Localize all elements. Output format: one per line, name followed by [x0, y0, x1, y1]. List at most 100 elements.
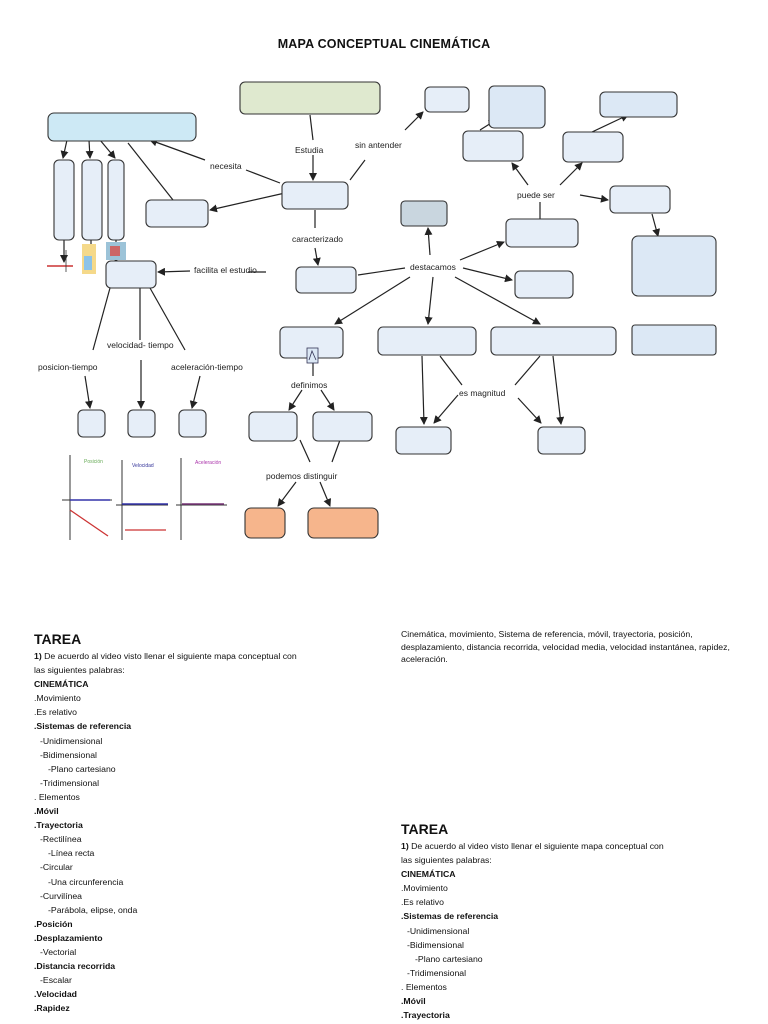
instruction-line-2: las siguientes palabras:: [34, 665, 125, 676]
label-facilita: facilita el estudio: [194, 265, 257, 275]
list-item: -Bidimensional: [40, 749, 97, 760]
page-title: MAPA CONCEPTUAL CINEMÁTICA: [277, 37, 491, 51]
list-item: -Plano cartesiano: [48, 763, 116, 774]
box-destacamos-right: [514, 270, 574, 299]
list-item: .Es relativo: [401, 897, 444, 908]
instruction-text-2: De acuerdo al video visto llenar el sigu…: [408, 841, 664, 851]
graph-posicion-tiempo: Posición: [62, 455, 112, 540]
box-pr-side: [609, 185, 671, 214]
list-item: CINEMÁTICA: [34, 679, 89, 690]
label-velocidad-tiempo: velocidad- tiempo: [107, 340, 174, 350]
label-posicion-tiempo: posicion-tiempo: [38, 362, 98, 372]
label-estudia: Estudia: [295, 145, 324, 155]
list-item: -Circular: [40, 862, 73, 873]
box-mag-left: [395, 426, 452, 455]
tarea-left: TAREA 1) De acuerdo al video visto llena…: [34, 630, 374, 1015]
list-item: .Trayectoria: [401, 1010, 450, 1021]
list-item: -Una circunferencia: [48, 876, 124, 887]
box-pr-top-left: [462, 130, 524, 162]
box-vertical-2: [81, 159, 103, 241]
reference-thumbnails: [47, 242, 126, 274]
svg-text:Posición: Posición: [84, 459, 103, 465]
label-es-magnitud: es magnitud: [459, 388, 506, 398]
box-vel-tiempo: [127, 409, 156, 438]
list-item: -Unidimensional: [40, 735, 103, 746]
graph-velocidad-tiempo: Velocidad: [116, 460, 168, 540]
box-distinguir-left: [244, 507, 286, 539]
box-pos-tiempo: [77, 409, 106, 438]
list-item: -Unidimensional: [407, 925, 470, 936]
list-item: .Movimiento: [401, 883, 448, 894]
list-item: .Velocidad: [34, 989, 77, 1000]
label-sin-antender: sin antender: [355, 140, 402, 150]
label-caracterizado: caracterizado: [292, 234, 343, 244]
list-item: -Plano cartesiano: [415, 953, 483, 964]
svg-text:Velocidad: Velocidad: [132, 463, 154, 469]
word-list-left: CINEMÁTICA .Movimiento .Es relativo .Sistem…: [34, 677, 374, 1015]
list-item: -Bidimensional: [407, 939, 464, 950]
list-item: -Tridimensional: [40, 777, 100, 788]
list-item: -Curvilínea: [40, 890, 83, 901]
box-graficas: [105, 260, 157, 289]
list-item: .Movimiento: [34, 693, 81, 704]
list-item: -Línea recta: [48, 848, 95, 859]
list-item: -Rectilínea: [40, 834, 82, 845]
list-item: .Distancia recorrida: [34, 961, 116, 972]
box-acel-tiempo: [178, 409, 207, 438]
word-list-right: CINEMÁTICA.Movimiento.Es relativo.Sistem…: [401, 867, 741, 1022]
instruction-number-2: 1): [401, 841, 409, 851]
box-necesita: [145, 199, 209, 228]
box-magnitud-right: [490, 326, 617, 356]
box-def-left: [248, 411, 298, 442]
tarea-right: TAREA 1) De acuerdo al video visto llena…: [401, 820, 741, 1022]
instruction-line-1: 1) De acuerdo al video visto llenar el s…: [34, 649, 374, 663]
list-item: .Es relativo: [34, 707, 77, 718]
box-vertical-1: [53, 159, 75, 241]
list-item: .Sistemas de referencia: [401, 911, 499, 922]
box-cinematica: [281, 181, 349, 210]
list-item: .Desplazamiento: [34, 932, 103, 943]
box-puede-ser: [505, 218, 579, 248]
instruction-number: 1): [34, 651, 42, 661]
box-pr-mid: [562, 131, 624, 163]
label-necesita: necesita: [210, 161, 242, 171]
box-top-cyan: [47, 112, 197, 142]
box-estudia-green: [239, 81, 381, 115]
instruction-line-2b: las siguientes palabras:: [401, 855, 492, 866]
list-item: -Vectorial: [40, 946, 77, 957]
list-item: -Tridimensional: [407, 967, 467, 978]
instruction-text: De acuerdo al video visto llenar el sigu…: [41, 651, 297, 661]
box-pr-big: [631, 235, 717, 297]
svg-text:Aceleración: Aceleración: [195, 460, 221, 466]
box-def-right: [312, 411, 373, 442]
list-item: .Móvil: [34, 806, 59, 817]
box-pr-top-right: [599, 91, 678, 118]
box-magnitud-left: [377, 326, 477, 356]
list-item: .Móvil: [401, 996, 426, 1007]
box-far-right: [631, 324, 717, 356]
label-podemos-distinguir: podemos distinguir: [266, 471, 338, 481]
word-bank: Cinemática, movimiento, Sistema de refer…: [401, 629, 730, 664]
box-pr-top-tall: [488, 85, 546, 129]
list-item: .Rapidez: [34, 1003, 70, 1014]
list-item: .Sistemas de referencia: [34, 721, 132, 732]
list-item: .Trayectoria: [34, 820, 83, 831]
label-aceleracion-tiempo: aceleración-tiempo: [171, 362, 243, 372]
concept-map: Posición Velocidad Aceleración Estudia n…: [38, 81, 717, 540]
tarea-heading: TAREA: [34, 631, 82, 647]
trajectory-icon: [306, 347, 319, 364]
list-item: . Elementos: [401, 981, 447, 992]
tarea-heading-2: TAREA: [401, 821, 449, 837]
box-sin-antender: [424, 86, 470, 113]
list-item: .Posición: [34, 918, 73, 929]
graph-aceleracion-tiempo: Aceleración: [176, 458, 227, 540]
box-vertical-3: [107, 159, 125, 241]
list-item: -Escalar: [40, 975, 72, 986]
connectors: [60, 111, 661, 507]
instruction-line-1b: 1) De acuerdo al video visto llenar el s…: [401, 839, 741, 853]
box-destacamos-gray: [400, 200, 448, 227]
label-definimos: definimos: [291, 380, 327, 390]
box-mag-right: [537, 426, 586, 455]
box-distinguir-right: [307, 507, 379, 539]
list-item: . Elementos: [34, 791, 80, 802]
